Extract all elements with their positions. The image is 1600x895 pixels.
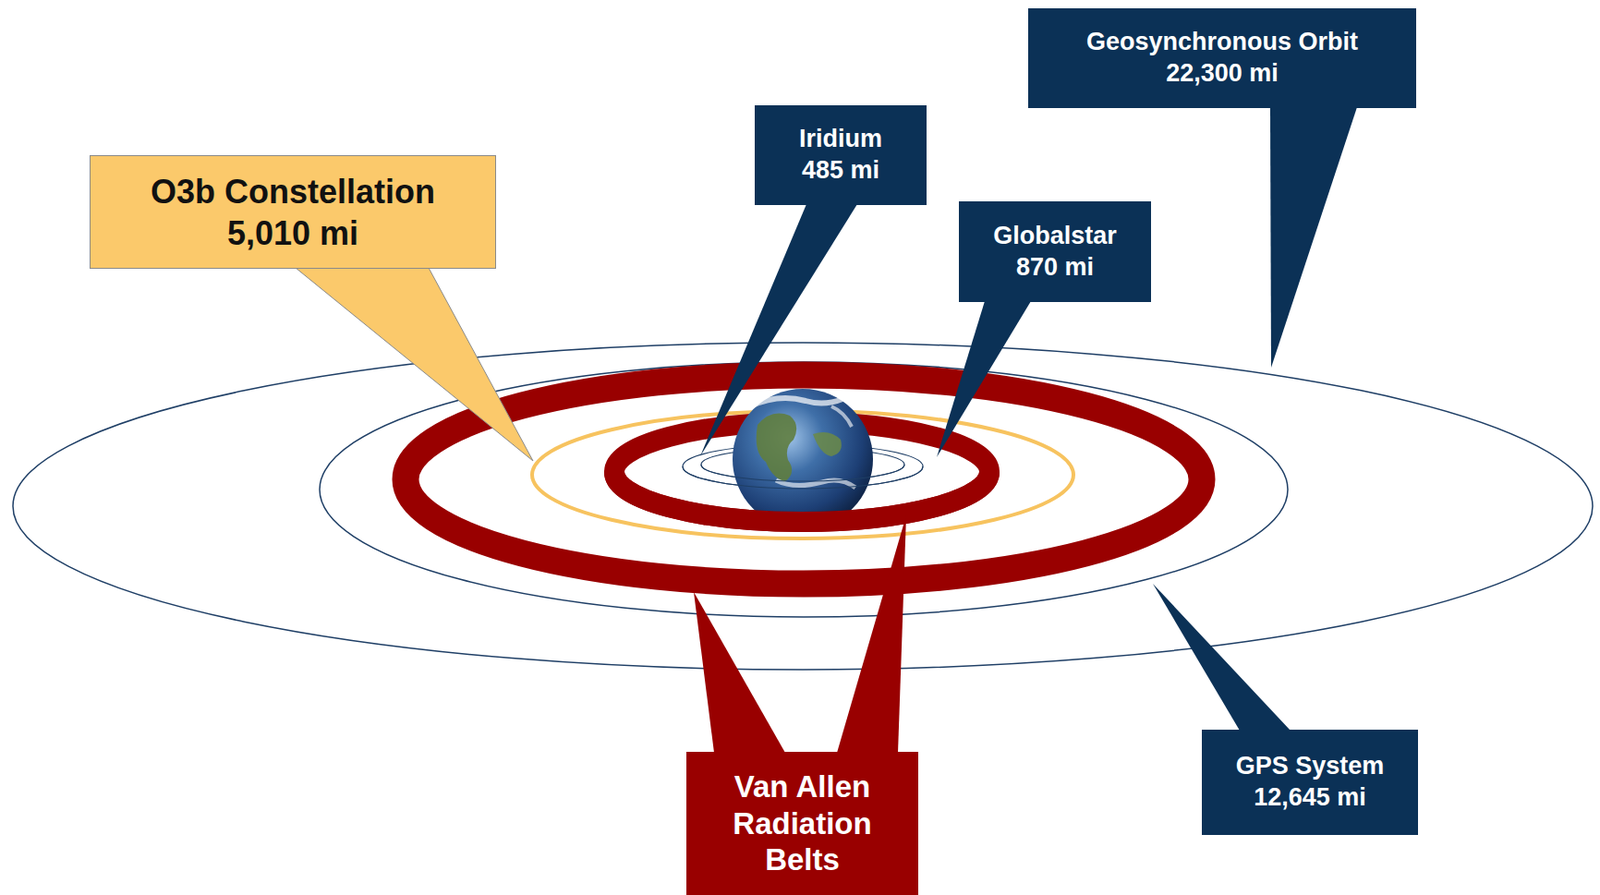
callout-title: Globalstar xyxy=(993,220,1117,253)
geo-orbit xyxy=(12,342,1593,670)
callout-value: 12,645 mi xyxy=(1253,782,1367,814)
highlight-callout: O3b Constellation5,010 mi xyxy=(89,155,497,269)
callout-pointer xyxy=(936,301,1031,458)
earth xyxy=(732,388,873,530)
iridium-orbit-front xyxy=(701,464,905,482)
callout-title: Van Allen Radiation Belts xyxy=(724,768,882,879)
callout-pointer xyxy=(836,515,907,753)
callout-pointer xyxy=(693,592,786,753)
callout-pointer xyxy=(700,204,858,457)
callout-title: GPS System xyxy=(1236,751,1385,783)
callout-value: 5,010 mi xyxy=(227,212,359,255)
inner-radiation-belt-front xyxy=(614,472,990,522)
callout-value: 870 mi xyxy=(1016,252,1094,284)
callout-title: Geosynchronous Orbit xyxy=(1086,26,1358,59)
orbit-callout: Iridium485 mi xyxy=(754,105,927,206)
outer-radiation-belt xyxy=(405,375,1202,584)
callout-title: O3b Constellation xyxy=(150,170,436,213)
callout-value: 485 mi xyxy=(801,155,880,187)
callout-pointer xyxy=(295,267,534,461)
callout-title: Iridium xyxy=(799,123,883,156)
orbit-callout: Geosynchronous Orbit22,300 mi xyxy=(1028,8,1417,109)
orbit-callout: GPS System12,645 mi xyxy=(1201,729,1419,836)
callout-pointer xyxy=(1270,107,1358,368)
globalstar-orbit-front xyxy=(682,466,923,489)
orbit-callout: Globalstar870 mi xyxy=(958,201,1152,303)
callout-value: 22,300 mi xyxy=(1165,58,1279,90)
callout-pointer xyxy=(1152,583,1291,731)
radiation-callout: Van Allen Radiation Belts xyxy=(686,751,919,895)
